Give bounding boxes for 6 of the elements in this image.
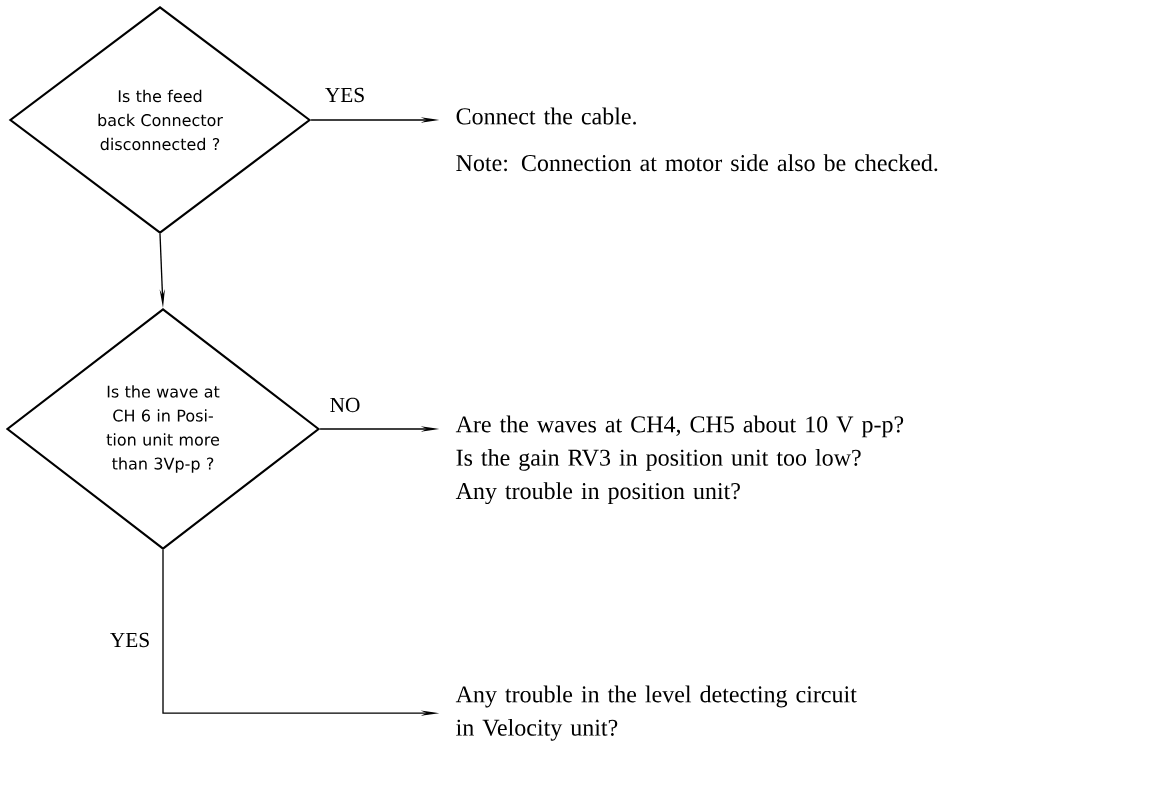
- answer-text: Are the waves at CH4, CH5 about 10 V p-p? Is the gain RV3 in position unit too low? Any trouble in position unit?: [455, 415, 904, 505]
- edge-label: NO: [328, 396, 362, 414]
- edge-label: YES: [323, 86, 367, 104]
- answer-text: Connect the cable. Note: Connection at motor side also be checked.: [456, 107, 938, 172]
- edge-label: YES: [108, 631, 152, 649]
- answer-text: Any trouble in the level detecting circuit in Velocity unit?: [455, 685, 857, 741]
